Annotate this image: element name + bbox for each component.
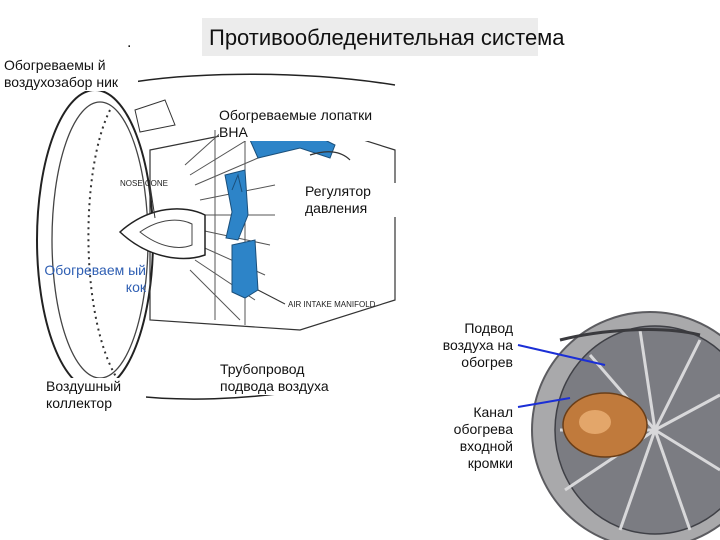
spinner-highlight [579, 410, 611, 434]
engine-top-duct [559, 328, 701, 342]
title-background [202, 18, 538, 56]
air-supply-pointer [517, 344, 606, 366]
manifold-text: AIR INTAKE MANIFOLD [288, 300, 376, 309]
manifold-callout [257, 289, 286, 305]
page-title: Противообледенительная система [209, 25, 565, 50]
regulator-duct [224, 169, 249, 241]
intake-panel [134, 99, 176, 133]
label-heated-nose-cone: Обогреваем ый кок [44, 262, 146, 295]
label-leading-edge-channel: Канал обогрева входной кромки [453, 404, 513, 471]
channel-pointer [517, 397, 571, 408]
nose-cone-callout [149, 184, 156, 219]
label-air-supply-heating: Подвод воздуха на обогрев [442, 320, 513, 370]
title-marker: . [127, 34, 132, 51]
nose-cone-inner [139, 219, 193, 248]
manifold-duct [231, 239, 259, 299]
top-pipe [309, 151, 351, 161]
regulator-valve [231, 173, 243, 193]
nose-cone-text: NOSE CONE [120, 179, 168, 188]
label-air-collector: Воздушный коллектор [46, 378, 146, 412]
air-collector-ring [87, 109, 119, 381]
label-pressure-regulator: Регулятор давления [305, 183, 405, 217]
label-heated-intake: Обогреваемы й воздухозабор ник [4, 57, 138, 91]
label-air-supply-pipe: Трубопровод подвода воздуха [220, 361, 360, 395]
label-heated-vanes: Обогреваемые лопатки ВНА [219, 107, 399, 141]
